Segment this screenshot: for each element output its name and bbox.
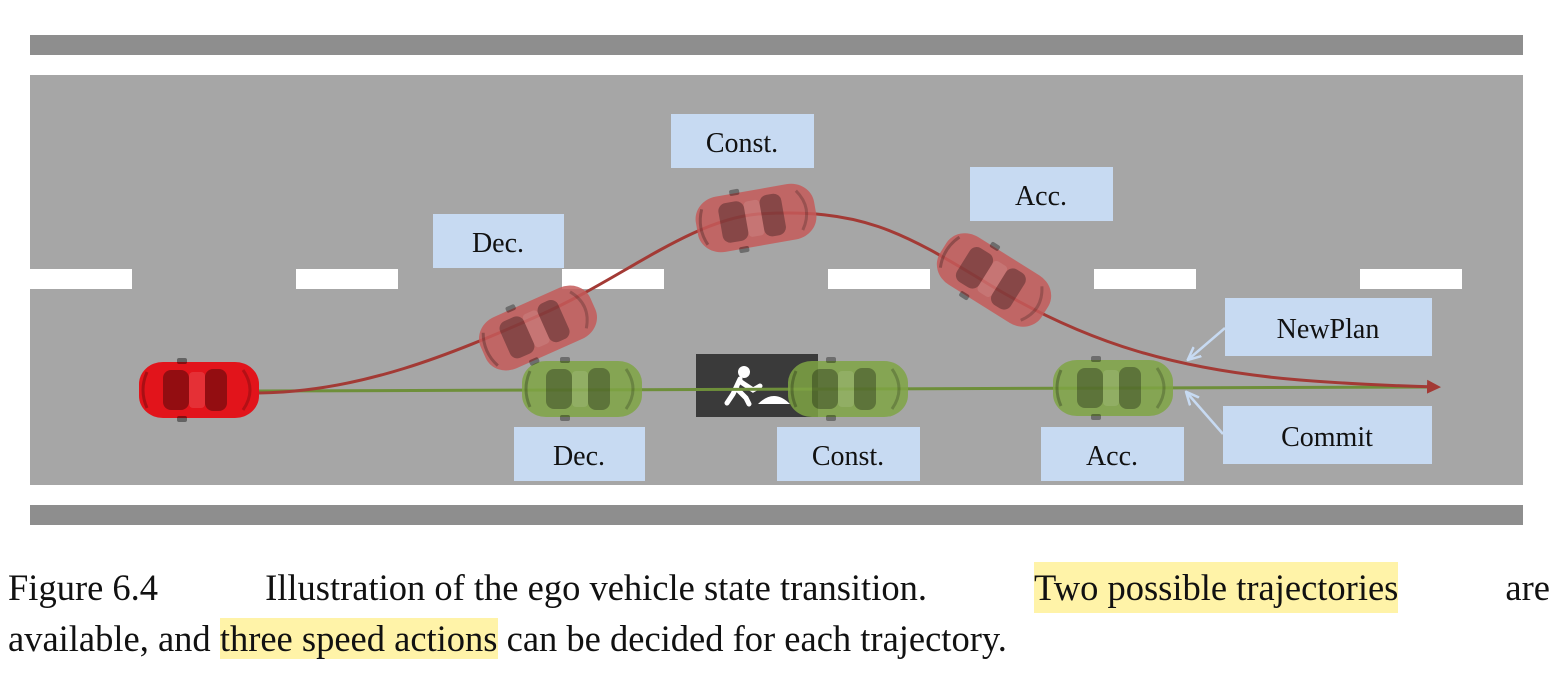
lower-label-acc: Acc.: [1041, 427, 1184, 481]
ego-car: [137, 356, 261, 424]
road-work-icon: [696, 354, 818, 417]
caption-highlight-2: three speed actions: [219, 618, 498, 659]
svg-text:Dec.: Dec.: [472, 228, 524, 259]
newplan-callout: NewPlan: [1190, 298, 1432, 358]
road-top-shoulder: [30, 35, 1523, 55]
top-edge-line: [30, 55, 1523, 75]
commit-car-acc: [1051, 354, 1175, 422]
svg-text:Acc.: Acc.: [1015, 181, 1067, 212]
upper-label-dec: Dec.: [433, 214, 564, 268]
caption-text-2: are: [1505, 567, 1550, 608]
svg-text:Acc.: Acc.: [1086, 441, 1138, 472]
svg-text:Commit: Commit: [1281, 422, 1373, 453]
bottom-edge-line: [30, 485, 1523, 505]
road-bottom-shoulder: [30, 505, 1523, 525]
newplan-pointer: [1190, 327, 1226, 358]
svg-text:Const.: Const.: [706, 128, 778, 159]
figure-caption: Figure 6.4 Illustration of the ego vehic…: [8, 562, 1550, 664]
caption-figure-number: Figure 6.4: [8, 567, 159, 608]
center-dashed-line: [30, 269, 1462, 289]
caption-line-2: available, and three speed actions can b…: [8, 613, 1550, 664]
caption-highlight-1: Two possible trajectories: [1034, 562, 1399, 613]
lower-label-dec: Dec.: [514, 427, 645, 481]
commit-car-dec: [520, 355, 644, 423]
caption-text-1: Illustration of the ego vehicle state tr…: [265, 567, 927, 608]
upper-label-const: Const.: [671, 114, 814, 168]
caption-text-4: can be decided for each trajectory.: [506, 618, 1007, 659]
caption-text-3: available, and: [8, 618, 211, 659]
upper-label-acc: Acc.: [970, 167, 1113, 221]
caption-line-1: Figure 6.4 Illustration of the ego vehic…: [8, 562, 1550, 613]
svg-text:NewPlan: NewPlan: [1277, 314, 1380, 345]
svg-text:Dec.: Dec.: [553, 441, 605, 472]
state-transition-diagram: Dec. Const. Acc. Dec. Const. Acc. NewPla…: [30, 35, 1523, 525]
lower-label-const: Const.: [777, 427, 920, 481]
commit-callout: Commit: [1188, 394, 1432, 464]
svg-text:Const.: Const.: [812, 441, 884, 472]
commit-car-const: [786, 355, 910, 423]
commit-pointer: [1188, 394, 1224, 435]
